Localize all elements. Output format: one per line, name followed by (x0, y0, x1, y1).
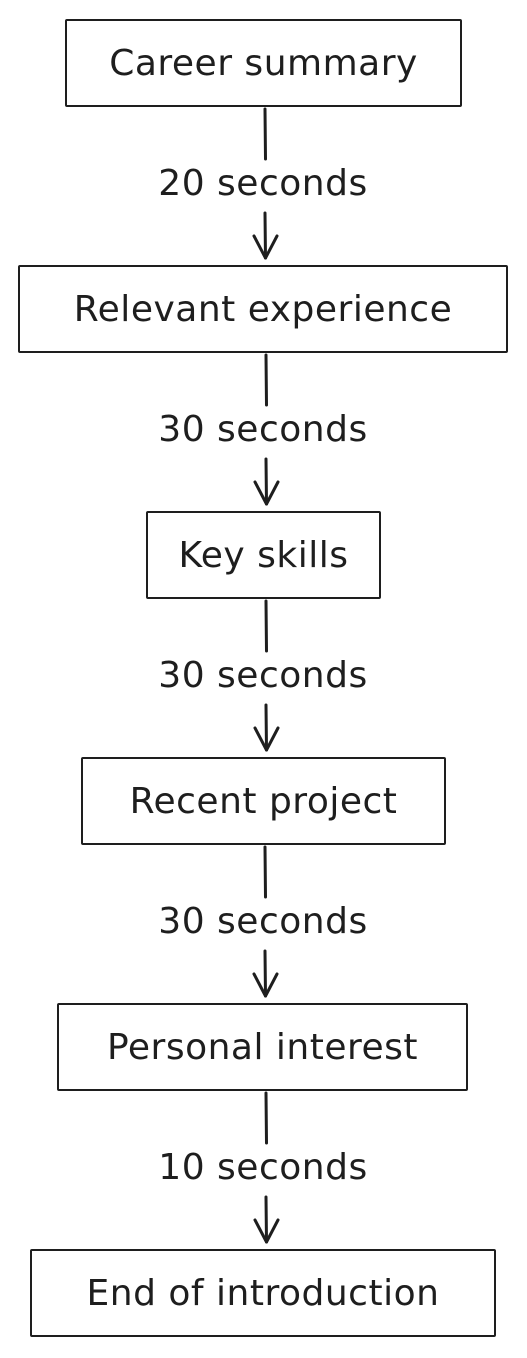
node-label: Recent project (129, 780, 398, 822)
node-label: Key skills (178, 534, 349, 576)
node-label: Personal interest (106, 1026, 419, 1068)
arrowhead-icon (252, 234, 279, 260)
edge-label-duration: 20 seconds (113, 162, 413, 206)
node-career-summary: Career summary (65, 19, 462, 107)
node-recent-project: Recent project (81, 757, 446, 845)
node-end-of-introduction: End of introduction (30, 1249, 496, 1337)
arrowhead-icon (252, 972, 279, 998)
connector-line (263, 107, 267, 260)
edge-label-duration: 30 seconds (113, 408, 413, 452)
arrowhead-icon (253, 726, 280, 752)
node-key-skills: Key skills (146, 511, 381, 599)
arrowhead-icon (253, 1218, 280, 1244)
node-personal-interest: Personal interest (57, 1003, 468, 1091)
connector-line (263, 845, 267, 998)
node-label: Career summary (109, 42, 418, 84)
edge-label-duration: 30 seconds (113, 654, 413, 698)
node-relevant-experience: Relevant experience (18, 265, 508, 353)
edge-label-duration: 30 seconds (113, 900, 413, 944)
node-label: End of introduction (86, 1272, 440, 1314)
connector-line (264, 1091, 268, 1244)
connector-line (264, 599, 268, 752)
node-label: Relevant experience (73, 288, 453, 330)
edge-label-duration: 10 seconds (113, 1146, 413, 1190)
connector-line (264, 353, 268, 506)
arrowhead-icon (253, 480, 280, 506)
